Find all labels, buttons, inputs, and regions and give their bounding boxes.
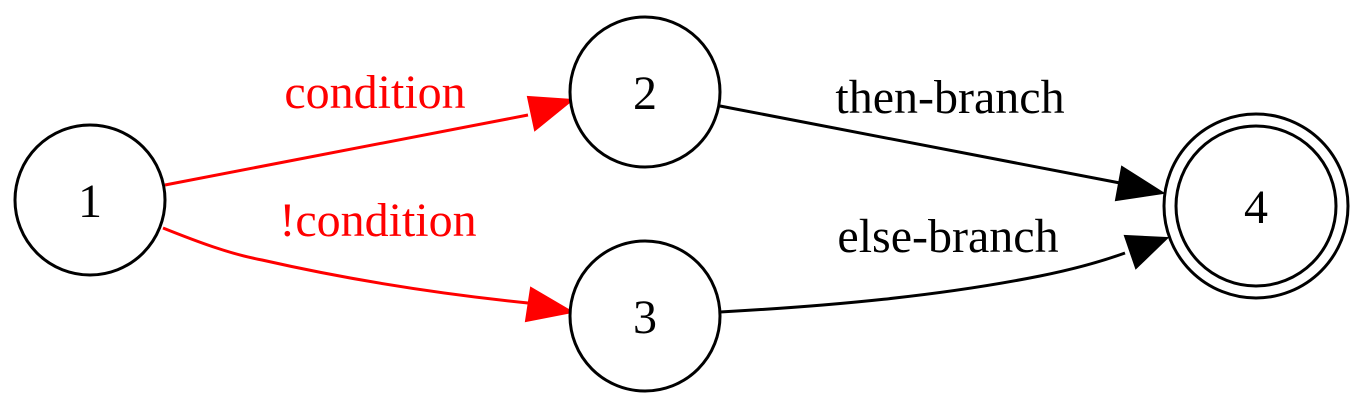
state-node-2[interactable]: 2: [568, 15, 722, 169]
state-node-3[interactable]: 3: [568, 239, 722, 393]
edge-3-to-4-line: [719, 251, 1126, 314]
edge-3-to-4-arrowhead: [1123, 234, 1170, 270]
edge-3-to-4: else-branch: [719, 210, 1170, 314]
state-node-1-circle: [13, 123, 167, 277]
edge-2-to-4-label: then-branch: [835, 71, 1064, 124]
edge-1-to-3-line: [162, 226, 529, 305]
state-node-1[interactable]: 1: [13, 123, 167, 277]
state-node-3-circle: [568, 239, 722, 393]
state-node-1-label: 1: [78, 175, 102, 228]
edge-1-to-2-line: [164, 113, 529, 187]
edge-1-to-3: !condition: [162, 194, 575, 323]
state-node-3-label: 3: [633, 291, 657, 344]
state-node-2-circle: [568, 15, 722, 169]
edge-2-to-4: then-branch: [719, 71, 1166, 202]
edge-2-to-4-line: [719, 104, 1121, 185]
edge-1-to-2: condition: [164, 66, 575, 187]
state-node-4-inner-circle: [1174, 124, 1338, 288]
edge-1-to-3-arrowhead: [524, 286, 575, 323]
state-node-4-accepting[interactable]: 4: [1162, 112, 1350, 300]
state-node-2-label: 2: [633, 67, 657, 120]
edge-1-to-2-label: condition: [284, 66, 465, 119]
edge-1-to-3-label: !condition: [279, 194, 476, 247]
edge-1-to-2-arrowhead: [526, 95, 575, 132]
state-node-4-label: 4: [1244, 181, 1268, 234]
edge-2-to-4-arrowhead: [1114, 165, 1166, 202]
edge-3-to-4-label: else-branch: [837, 210, 1058, 263]
